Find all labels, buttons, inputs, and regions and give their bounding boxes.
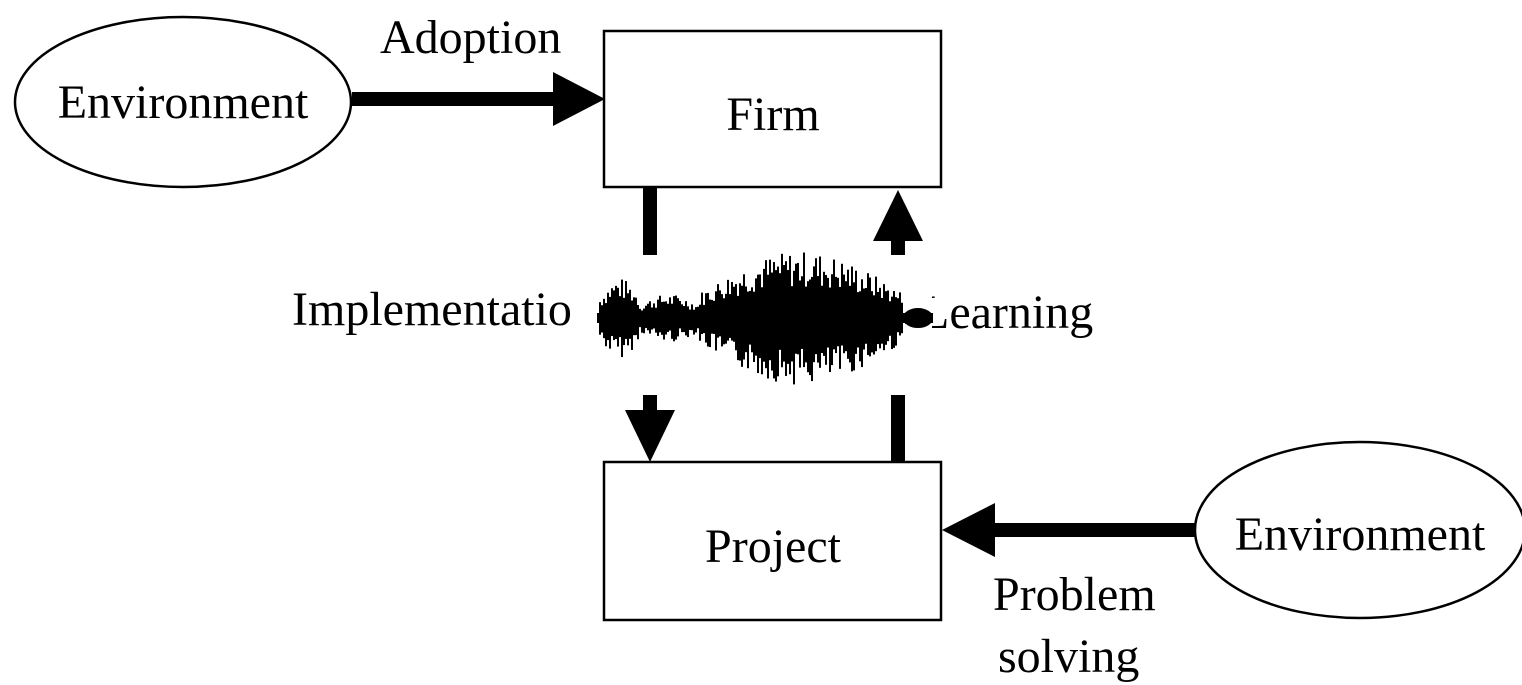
audio-waveform-icon [597,252,933,395]
environment-left-node: Environment [13,15,353,189]
problem-solving-arrow [942,503,1195,557]
environment-right-label: Environment [1235,508,1486,561]
environment-left-label: Environment [58,76,309,129]
environment-right-node: Environment [1193,440,1522,620]
learning-arrow [873,190,923,461]
adoption-label: Adoption [380,11,561,64]
adoption-arrow [352,72,605,126]
learning-label: Learning [920,286,1093,339]
problem-solving-label-line1: Problem [993,568,1156,621]
implementation-arrow [625,187,675,462]
project-node: Project [602,460,943,622]
waveform-centerline [597,313,933,323]
implementation-label: Implementatio [292,283,572,336]
project-label: Project [705,520,842,573]
firm-node: Firm [602,29,943,189]
firm-label: Firm [726,88,819,141]
problem-solving-label-line2: solving [998,630,1139,683]
waveform-tail [903,308,933,328]
